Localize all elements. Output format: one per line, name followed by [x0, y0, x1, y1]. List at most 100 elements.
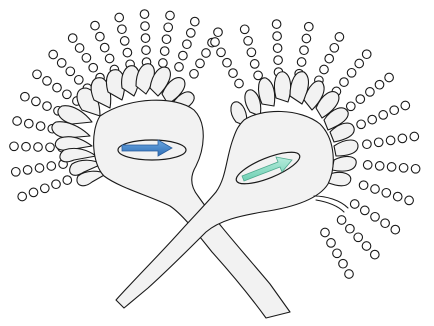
bead	[160, 47, 169, 56]
bead	[300, 46, 309, 55]
bead	[354, 233, 363, 242]
bead	[371, 250, 380, 259]
bead	[223, 58, 232, 67]
bead	[385, 73, 394, 82]
bead	[21, 92, 30, 101]
bead	[202, 49, 211, 58]
bead	[273, 44, 282, 53]
bead	[183, 40, 192, 49]
bead	[159, 59, 168, 68]
bead	[368, 115, 377, 124]
bead	[355, 59, 364, 68]
bead	[82, 54, 91, 63]
bead	[46, 143, 55, 152]
bead	[214, 28, 223, 37]
bead	[12, 168, 21, 177]
bead	[22, 142, 31, 151]
bead	[190, 70, 199, 79]
bead	[63, 90, 72, 99]
bead	[362, 50, 371, 59]
bead	[53, 83, 62, 92]
bead	[187, 29, 196, 38]
bead	[250, 60, 259, 69]
bead	[140, 10, 149, 19]
bead	[10, 142, 19, 151]
bead	[327, 239, 336, 248]
bead	[229, 69, 238, 78]
bead	[337, 216, 346, 225]
bead	[386, 136, 395, 145]
bead	[325, 54, 334, 63]
bead	[166, 11, 175, 20]
bead	[333, 249, 342, 258]
bead	[35, 164, 44, 173]
bead	[302, 34, 311, 43]
bead	[141, 34, 150, 43]
bead	[363, 140, 372, 149]
bead	[240, 25, 249, 34]
bead	[356, 95, 365, 104]
bead	[361, 206, 370, 215]
bead	[247, 48, 256, 57]
bead	[34, 143, 43, 152]
bead	[347, 69, 356, 78]
bead	[244, 37, 253, 46]
bead	[393, 192, 402, 201]
bead	[390, 106, 399, 115]
bead	[375, 80, 384, 89]
bead	[297, 58, 306, 67]
bead	[382, 189, 391, 198]
bead	[141, 22, 150, 31]
bead	[350, 200, 359, 209]
bead	[96, 32, 105, 41]
bead	[68, 34, 77, 43]
bead	[32, 97, 41, 106]
bead	[330, 44, 339, 53]
bead	[118, 25, 127, 34]
bead	[254, 71, 263, 80]
bead	[123, 48, 132, 57]
bead	[29, 188, 38, 197]
bead	[120, 37, 129, 46]
bead	[57, 59, 66, 68]
bead	[63, 176, 72, 185]
bead	[379, 111, 388, 120]
bead	[363, 161, 372, 170]
bead	[273, 32, 282, 41]
bead	[43, 102, 52, 111]
bead	[381, 219, 390, 228]
bead	[75, 76, 84, 85]
bead	[100, 43, 109, 52]
bead	[359, 181, 368, 190]
bead	[191, 17, 200, 26]
right-cell-tail	[314, 196, 348, 208]
bead	[405, 196, 414, 205]
bead	[272, 20, 281, 29]
bead	[346, 224, 355, 233]
bead	[399, 164, 408, 173]
bead	[362, 242, 371, 251]
bead	[142, 46, 151, 55]
bead	[387, 163, 396, 172]
bead	[335, 33, 344, 42]
bead	[162, 35, 171, 44]
bead	[321, 228, 330, 237]
bead	[217, 48, 226, 57]
bead	[235, 79, 244, 88]
bead	[47, 162, 56, 171]
bead	[179, 51, 188, 60]
bead	[52, 180, 61, 189]
bead	[115, 13, 124, 22]
bead	[371, 213, 380, 222]
bead	[340, 78, 349, 87]
bead	[345, 270, 354, 279]
bead	[164, 23, 173, 32]
bead	[339, 259, 348, 268]
bead	[25, 119, 34, 128]
bead	[401, 101, 410, 110]
bead	[49, 50, 58, 59]
bead	[18, 192, 27, 201]
bead	[410, 132, 419, 141]
bead	[320, 65, 329, 74]
